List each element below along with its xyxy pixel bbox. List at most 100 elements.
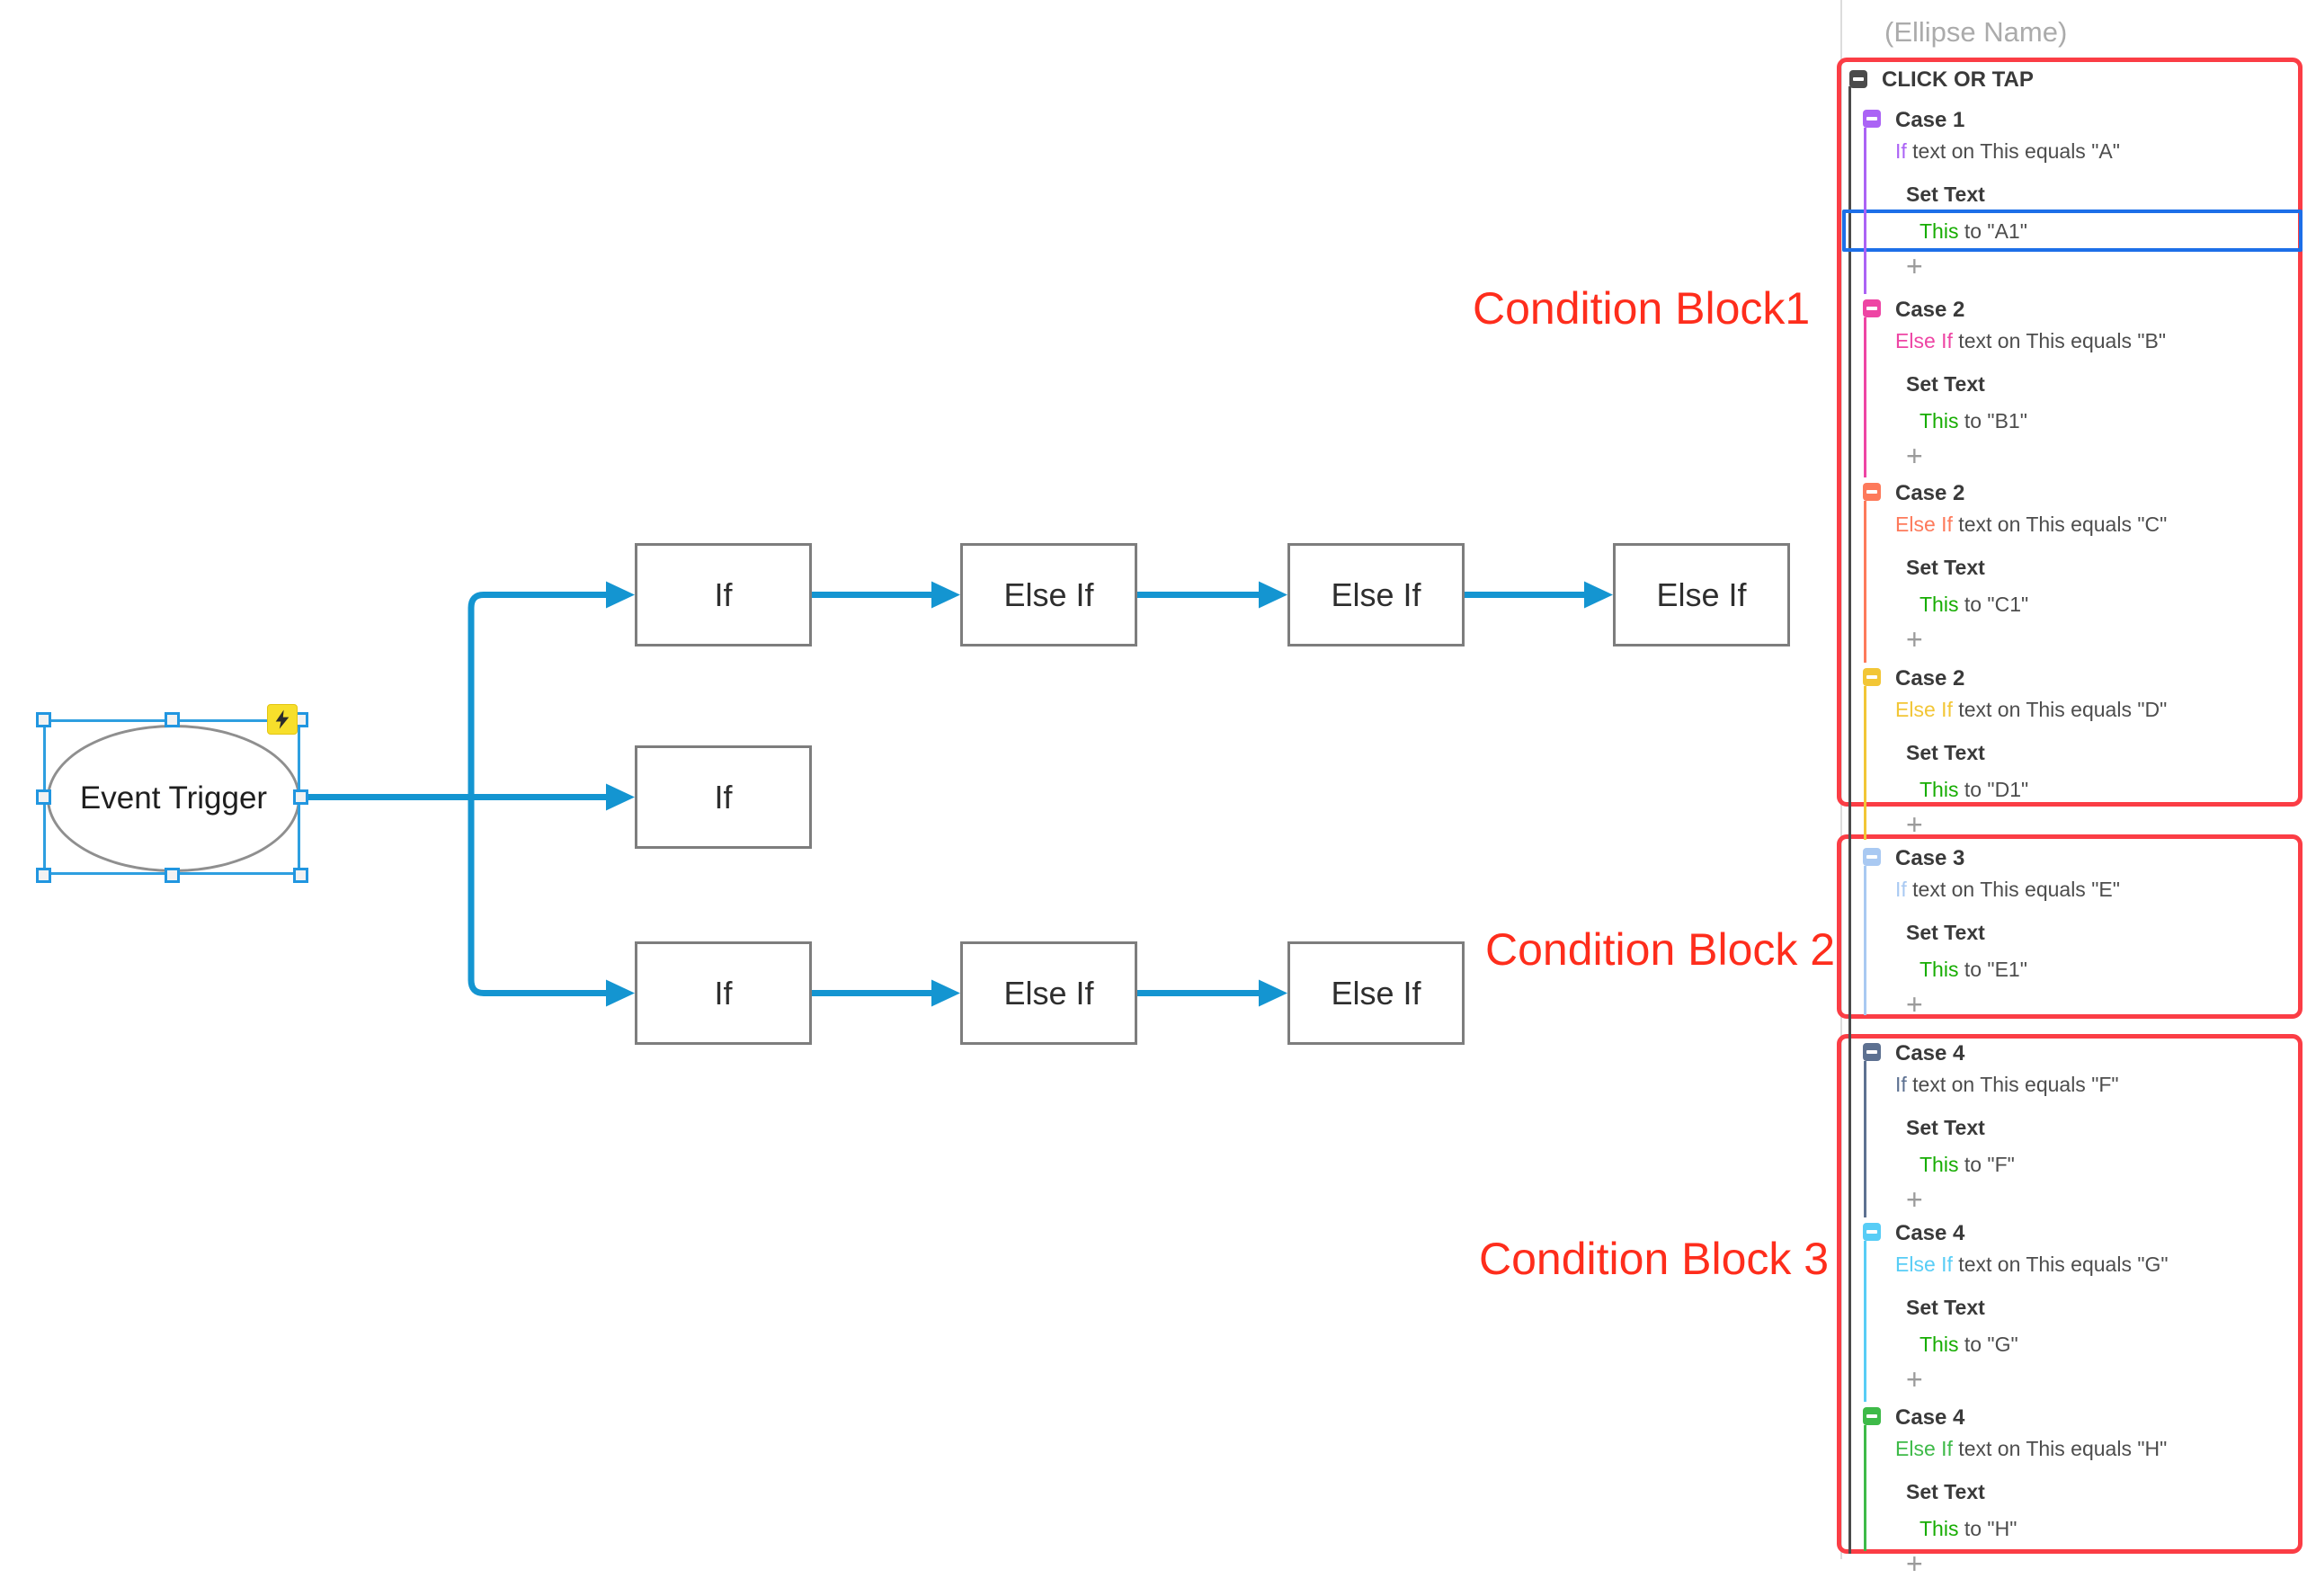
flow-box-if[interactable]: If: [635, 941, 812, 1045]
add-action-button[interactable]: +: [1906, 440, 1923, 472]
add-action-button[interactable]: +: [1906, 1183, 1923, 1216]
lightning-bolt-icon: [275, 709, 289, 729]
action-detail[interactable]: This to "C1": [1920, 593, 2028, 617]
annotation-condition-block-3: Condition Block 3: [1479, 1234, 1830, 1284]
action-detail[interactable]: This to "A1": [1920, 219, 2027, 244]
case-condition[interactable]: Else If text on This equals "H": [1895, 1437, 2167, 1461]
case-scope-line: [1863, 501, 1866, 663]
case-block: Case 1 If text on This equals "A" Set Text…: [1856, 108, 2305, 299]
case-condition[interactable]: Else If text on This equals "B": [1895, 329, 2166, 353]
collapse-minus-icon[interactable]: [1863, 110, 1881, 128]
flow-box-else-if[interactable]: Else If: [960, 543, 1137, 646]
ellipse-name-input[interactable]: (Ellipse Name): [1884, 16, 2068, 48]
action-target: This: [1920, 409, 1959, 432]
condition-keyword: Else If: [1895, 698, 1953, 721]
action-value: to "C1": [1958, 593, 2029, 616]
add-action-button[interactable]: +: [1906, 623, 1923, 655]
flow-box-else-if[interactable]: Else If: [1287, 941, 1465, 1045]
case-title[interactable]: Case 4: [1895, 1041, 1965, 1065]
case-block: Case 4 If text on This equals "F" Set Text…: [1856, 1041, 2305, 1232]
action-value: to "H": [1958, 1517, 2018, 1540]
case-condition[interactable]: Else If text on This equals "G": [1895, 1253, 2169, 1277]
case-condition[interactable]: If text on This equals "E": [1895, 878, 2120, 902]
selection-handle[interactable]: [35, 867, 51, 883]
case-title[interactable]: Case 2: [1895, 298, 1965, 322]
case-scope-line: [1863, 128, 1866, 294]
action-value: to "G": [1958, 1333, 2018, 1356]
action-detail[interactable]: This to "G": [1920, 1333, 2018, 1357]
action-detail[interactable]: This to "H": [1920, 1517, 2017, 1541]
action-title[interactable]: Set Text: [1906, 556, 1985, 579]
case-condition[interactable]: Else If text on This equals "D": [1895, 698, 2167, 722]
action-title[interactable]: Set Text: [1906, 1480, 1985, 1503]
condition-text: text on This equals "H": [1952, 1437, 2168, 1460]
add-action-button[interactable]: +: [1906, 988, 1923, 1021]
selection-handle[interactable]: [35, 711, 51, 727]
flow-box-label: If: [714, 575, 733, 613]
event-trigger-node[interactable]: Event Trigger: [47, 725, 300, 872]
collapse-minus-icon[interactable]: [1863, 1043, 1881, 1061]
selection-handle[interactable]: [292, 789, 308, 805]
action-value: to "A1": [1958, 219, 2027, 243]
annotation-condition-block-2: Condition Block 2: [1485, 924, 1836, 975]
action-value: to "B1": [1958, 409, 2027, 432]
add-action-button[interactable]: +: [1906, 808, 1923, 841]
action-title[interactable]: Set Text: [1906, 1296, 1985, 1319]
action-detail[interactable]: This to "B1": [1920, 409, 2027, 433]
trigger-badge[interactable]: [267, 704, 298, 735]
action-title[interactable]: Set Text: [1906, 1116, 1985, 1139]
case-title[interactable]: Case 4: [1895, 1405, 1965, 1430]
case-condition[interactable]: If text on This equals "F": [1895, 1073, 2119, 1097]
case-block: Case 4 Else If text on This equals "G" Set…: [1856, 1221, 2305, 1412]
selection-handle[interactable]: [35, 789, 51, 805]
action-target: This: [1920, 1153, 1959, 1176]
trigger-label: CLICK OR TAP: [1882, 67, 2034, 92]
collapse-minus-icon[interactable]: [1863, 299, 1881, 317]
action-detail[interactable]: This to "F": [1920, 1153, 2015, 1177]
flow-box-else-if[interactable]: Else If: [1613, 543, 1790, 646]
case-scope-line: [1863, 1061, 1866, 1217]
action-detail[interactable]: This to "D1": [1920, 778, 2028, 802]
flow-box-else-if[interactable]: Else If: [960, 941, 1137, 1045]
collapse-minus-icon[interactable]: [1863, 1407, 1881, 1425]
selected-action-outline: [1842, 210, 2303, 252]
collapse-minus-icon[interactable]: [1863, 848, 1881, 866]
selection-handle[interactable]: [164, 711, 180, 727]
event-trigger-label: Event Trigger: [79, 780, 268, 816]
collapse-minus-icon[interactable]: [1863, 668, 1881, 686]
action-detail[interactable]: This to "E1": [1920, 958, 2027, 982]
action-title[interactable]: Set Text: [1906, 183, 1985, 206]
collapse-minus-icon[interactable]: [1863, 1223, 1881, 1241]
action-value: to "E1": [1958, 958, 2027, 981]
selection-handle[interactable]: [292, 867, 308, 883]
case-title[interactable]: Case 2: [1895, 481, 1965, 505]
trigger-scope-line: [1848, 86, 1851, 1554]
case-title[interactable]: Case 2: [1895, 666, 1965, 691]
flow-connectors: [300, 581, 1613, 1007]
add-action-button[interactable]: +: [1906, 250, 1923, 282]
case-condition[interactable]: If text on This equals "A": [1895, 139, 2120, 164]
case-title[interactable]: Case 4: [1895, 1221, 1965, 1245]
action-title[interactable]: Set Text: [1906, 372, 1985, 396]
flow-box-if[interactable]: If: [635, 745, 812, 849]
action-target: This: [1920, 1517, 1959, 1540]
flow-box-label: Else If: [1656, 575, 1747, 613]
flow-box-if[interactable]: If: [635, 543, 812, 646]
selection-handle[interactable]: [164, 867, 180, 883]
condition-text: text on This equals "D": [1952, 698, 2168, 721]
condition-keyword: If: [1895, 139, 1907, 163]
action-title[interactable]: Set Text: [1906, 741, 1985, 764]
flow-box-label: Else If: [1331, 974, 1421, 1012]
case-title[interactable]: Case 3: [1895, 846, 1965, 870]
add-action-button[interactable]: +: [1906, 1363, 1923, 1395]
add-action-button[interactable]: +: [1906, 1547, 1923, 1580]
case-title[interactable]: Case 1: [1895, 108, 1965, 132]
action-title[interactable]: Set Text: [1906, 921, 1985, 944]
case-condition[interactable]: Else If text on This equals "C": [1895, 513, 2167, 537]
collapse-minus-icon[interactable]: [1863, 483, 1881, 501]
condition-text: text on This equals "F": [1906, 1073, 2119, 1096]
condition-keyword: Else If: [1895, 513, 1953, 536]
collapse-minus-icon[interactable]: [1849, 70, 1867, 88]
condition-keyword: If: [1895, 878, 1907, 901]
flow-box-else-if[interactable]: Else If: [1287, 543, 1465, 646]
